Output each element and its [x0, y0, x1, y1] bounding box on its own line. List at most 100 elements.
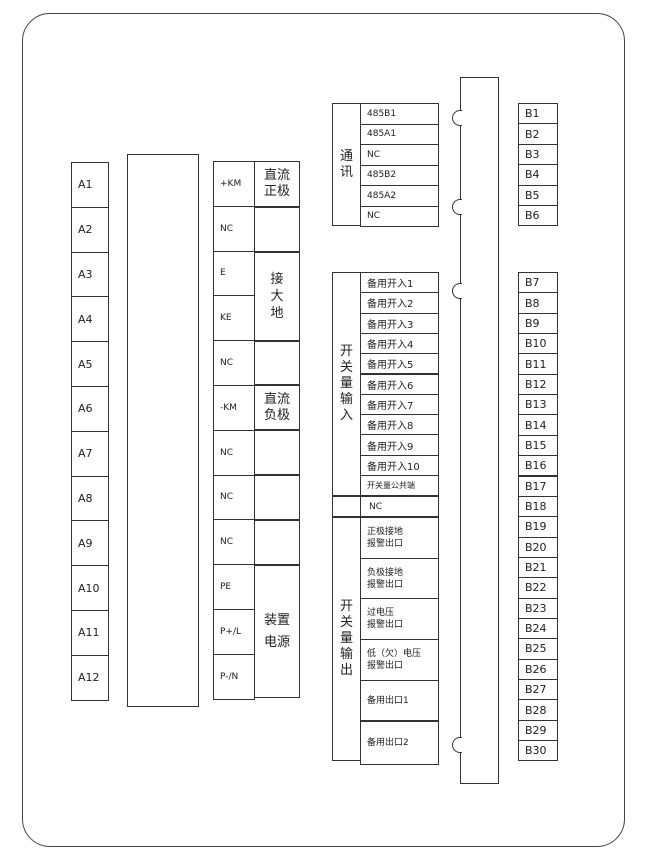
- a-terminal-label: A12: [78, 671, 100, 685]
- b-terminal: B25: [518, 638, 558, 660]
- nc-row: NC: [332, 496, 439, 517]
- b-terminal: B22: [518, 577, 558, 599]
- dc-positive-label: 直流 正极: [254, 161, 300, 207]
- switch-output-terminal: 过电压 报警出口: [360, 598, 439, 641]
- switch-input-group-text: 开 关 量 输 入: [339, 344, 353, 423]
- b-terminal-label: B5: [525, 188, 540, 202]
- b-terminal-label: B24: [525, 622, 547, 636]
- a-terminal-label: A2: [78, 223, 93, 237]
- a-terminal-label: A8: [78, 491, 93, 505]
- comm-terminal-label: NC: [367, 211, 381, 222]
- panel-frame: [22, 13, 625, 847]
- comm-terminal: 485B1: [360, 103, 439, 125]
- switch-input-terminal: 备用开入2: [360, 292, 439, 314]
- b-terminal-label: B16: [525, 459, 547, 473]
- power-terminal: P-/N: [213, 653, 255, 700]
- power-terminal: +KM: [213, 161, 255, 207]
- power-terminal-label: NC: [220, 223, 234, 234]
- b-terminal: B21: [518, 556, 558, 579]
- power-terminal: NC: [213, 205, 255, 252]
- nc-blank-2: [254, 341, 300, 385]
- b-terminal-label: B29: [525, 723, 547, 737]
- a-terminal: A2: [71, 206, 109, 253]
- switch-input-group-label: 开 关 量 输 入: [332, 272, 361, 496]
- b-terminal-label: B17: [525, 479, 547, 493]
- comm-terminal-label: NC: [367, 149, 381, 160]
- switch-input-terminal-label: 开关量公共端: [367, 481, 415, 491]
- nc-blank-4: [254, 475, 300, 520]
- nc-blank-1: [254, 207, 300, 252]
- switch-input-terminal-label: 备用开入4: [367, 340, 414, 352]
- a-terminal-label: A6: [78, 402, 93, 416]
- comm-terminal: 485A1: [360, 123, 439, 145]
- b-terminal-label: B23: [525, 601, 547, 615]
- switch-input-terminal-label: 备用开入2: [367, 299, 414, 311]
- b-terminal-label: B1: [525, 107, 540, 121]
- b-terminal: B26: [518, 658, 558, 680]
- b-terminal: B14: [518, 414, 558, 436]
- comm-terminal-label: 485A2: [367, 190, 397, 201]
- nc-blank-3: [254, 430, 300, 475]
- power-terminal: PE: [213, 564, 255, 610]
- power-terminal: NC: [213, 429, 255, 476]
- b-terminal-label: B12: [525, 377, 547, 391]
- power-terminal-label: NC: [220, 492, 234, 503]
- comm-terminal: 485A2: [360, 185, 439, 207]
- a-terminal-label: A10: [78, 581, 100, 595]
- b-terminal: B9: [518, 312, 558, 335]
- comm-group-label: 通 讯: [332, 103, 361, 226]
- switch-output-terminal: 正极接地 报警出口: [360, 517, 439, 559]
- rail-notch-4: [452, 737, 462, 753]
- switch-output-group-label: 开 关 量 输 出: [332, 517, 361, 761]
- power-terminal-label: NC: [220, 358, 234, 369]
- b-terminal: B1: [518, 103, 558, 125]
- b-terminal-label: B7: [525, 276, 540, 290]
- b-terminal-label: B8: [525, 296, 540, 310]
- power-terminal-label: PE: [220, 582, 232, 593]
- switch-output-terminal-label: 过电压 报警出口: [367, 608, 404, 631]
- comm-terminal-label: 485B1: [367, 108, 397, 119]
- power-terminal: NC: [213, 474, 255, 521]
- switch-output-terminal-label: 正极接地 报警出口: [367, 526, 404, 549]
- b-terminal: B17: [518, 475, 558, 497]
- b-terminal-label: B3: [525, 147, 540, 161]
- switch-output-terminal: 备用出口2: [360, 720, 439, 765]
- b-terminal: B8: [518, 292, 558, 314]
- a-terminal-label: A11: [78, 626, 100, 640]
- b-terminal: B7: [518, 272, 558, 294]
- b-terminal: B24: [518, 617, 558, 640]
- switch-input-terminal-label: 备用开入5: [367, 360, 414, 372]
- rail-notch-3: [452, 283, 462, 299]
- b-terminal-label: B6: [525, 209, 540, 223]
- a-terminal-label: A5: [78, 357, 93, 371]
- power-terminal: NC: [213, 340, 255, 386]
- rail-notch-1: [452, 110, 462, 126]
- b-terminal: B30: [518, 740, 558, 762]
- power-terminal: NC: [213, 519, 255, 566]
- b-terminal: B3: [518, 143, 558, 166]
- a-terminal: A11: [71, 610, 109, 656]
- a-terminal: A12: [71, 654, 109, 701]
- b-terminal-label: B11: [525, 357, 547, 371]
- din-rail: [460, 77, 499, 784]
- a-terminal: A1: [71, 162, 109, 208]
- b-terminal: B13: [518, 394, 558, 416]
- power-terminal: -KM: [213, 385, 255, 431]
- b-terminal: B23: [518, 597, 558, 619]
- nc-row-label: NC: [369, 501, 383, 512]
- b-terminal: B16: [518, 455, 558, 477]
- switch-output-terminal-label: 负极接地 报警出口: [367, 567, 404, 590]
- switch-input-terminal: 备用开入5: [360, 353, 439, 375]
- switch-input-terminal: 开关量公共端: [360, 475, 439, 497]
- b-terminal-label: B15: [525, 438, 547, 452]
- b-terminal: B18: [518, 495, 558, 518]
- b-terminal-label: B19: [525, 520, 547, 534]
- a-terminal-label: A7: [78, 447, 93, 461]
- switch-input-terminal: 备用开入7: [360, 393, 439, 416]
- switch-input-terminal: 备用开入9: [360, 434, 439, 456]
- b-terminal: B6: [518, 205, 558, 227]
- switch-input-terminal: 备用开入10: [360, 454, 439, 476]
- power-terminal: P+/L: [213, 609, 255, 655]
- b-terminal-label: B30: [525, 744, 547, 758]
- device-power-text: 装置 电源: [263, 612, 290, 650]
